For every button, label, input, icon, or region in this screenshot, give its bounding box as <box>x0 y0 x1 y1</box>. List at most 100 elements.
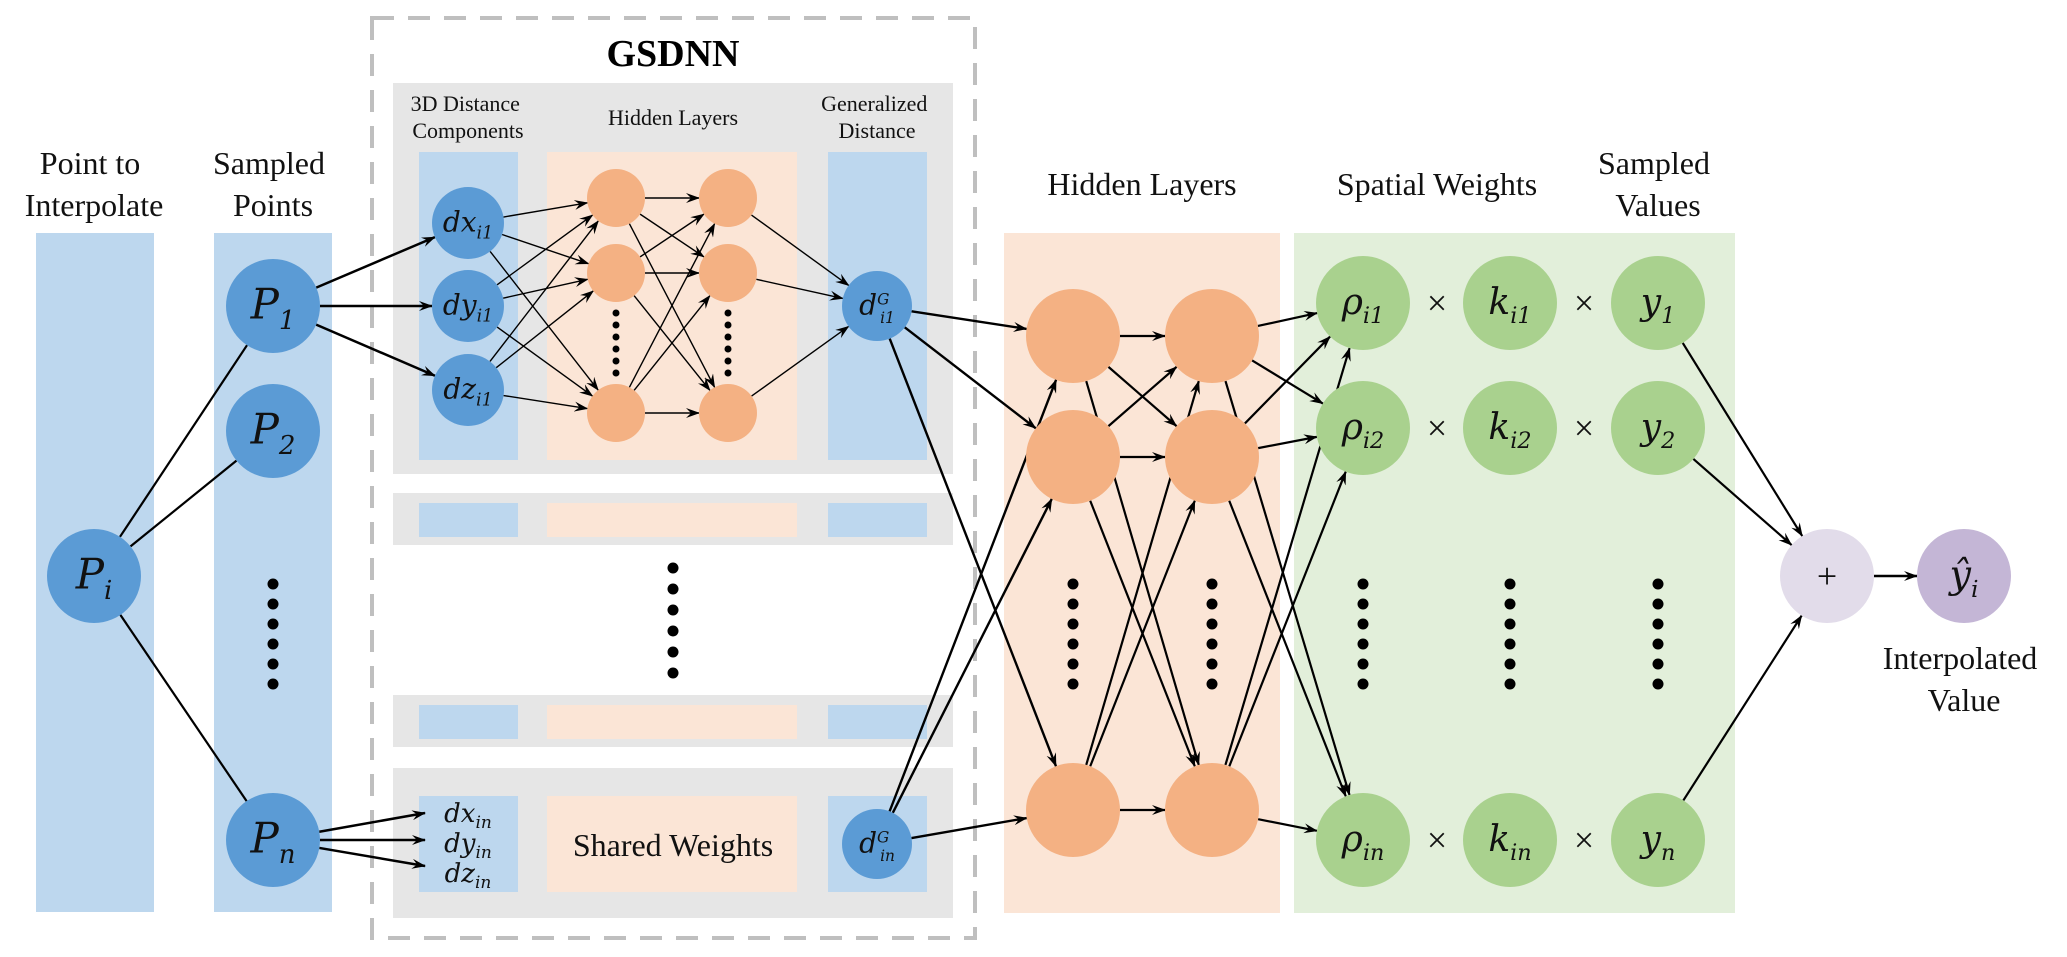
gsdnn-hidden-node-l2-3-circle <box>699 384 757 442</box>
sampled-values-ellipsis <box>1652 578 1664 690</box>
hidden-node-l2-3-circle <box>1165 763 1259 857</box>
spatial-weights-label: Spatial Weights <box>1337 166 1537 202</box>
gsdnn-hidden-layers-label: Hidden Layers <box>608 105 738 130</box>
component-text-dx-n: dxin <box>444 799 492 833</box>
gsdnn-hidden-node-l1-2-circle <box>587 244 645 302</box>
ellipsis-dot <box>1067 618 1079 630</box>
sampled-point-node-2-label: P2 <box>250 405 296 462</box>
target-point-node-label: Pi <box>75 550 113 607</box>
ellipsis-dot <box>1206 638 1218 650</box>
ellipsis-dot <box>1652 678 1664 690</box>
sampled-point-node-2-circle <box>226 384 320 478</box>
edge-target-to-sampled-1 <box>119 344 248 538</box>
edge-hidden-l2-3-rho-2 <box>1228 470 1347 767</box>
ellipsis-dot <box>1357 638 1369 650</box>
sampled-point-node-1: P1 <box>226 259 320 353</box>
sampled-point-node-1-label: P1 <box>250 280 296 337</box>
multiply-sign-1-2: × <box>1574 283 1594 323</box>
interpolated-output-node-circle <box>1917 529 2011 623</box>
gen-distance-panel-2 <box>828 503 927 537</box>
multiply-sign-3-1: × <box>1427 820 1447 860</box>
ellipsis-dot <box>667 604 679 616</box>
edge-p1-to-component-3 <box>315 323 436 377</box>
sampled-value-node-3-label: yn <box>1639 819 1676 866</box>
component-node-dy-1: dyi1 <box>432 270 504 342</box>
edge-comp2-h1-1 <box>496 214 594 286</box>
hidden-node-l2-3 <box>1165 763 1259 857</box>
interpolated-output-node: ŷi <box>1917 529 2011 623</box>
ellipsis-dot <box>724 333 732 341</box>
ellipsis-dot <box>1504 638 1516 650</box>
ellipsis-dot <box>1206 578 1218 590</box>
ellipsis-dot <box>1206 658 1218 670</box>
ellipsis-dot <box>724 345 732 353</box>
edge-h2-2-gen-distance <box>756 278 844 301</box>
ellipsis-dot <box>1504 678 1516 690</box>
edge-comp1-h1-1 <box>503 200 589 218</box>
edge-hidden-l2-2-rho-3 <box>1228 500 1347 798</box>
hidden-layers-label: Hidden Layers <box>1047 166 1236 202</box>
sampled-values-label: Sampled Values <box>1598 145 1718 223</box>
edge-hidden-l2-2-rho-1 <box>1244 335 1331 425</box>
gsdnn-hidden-ellipsis-l2 <box>724 309 732 377</box>
edge-gen1-to-hidden-3 <box>888 338 1058 768</box>
ellipsis-dot <box>667 583 679 595</box>
kernel-node-3: kin <box>1463 793 1557 887</box>
multiply-sign-1-1: × <box>1427 283 1447 323</box>
sampled-point-node-n-label: Pn <box>249 814 295 871</box>
hidden-node-l1-2 <box>1026 410 1120 504</box>
ellipsis-dot <box>1357 618 1369 630</box>
hidden-node-l1-3 <box>1026 763 1120 857</box>
point-to-interpolate-label: Point to Interpolate <box>25 145 164 223</box>
sampled-value-node-2-circle <box>1611 381 1705 475</box>
hidden-node-l2-2-circle <box>1165 410 1259 504</box>
multiply-sign-2-1: × <box>1427 408 1447 448</box>
edge-h1-3-h2-1 <box>628 222 716 388</box>
gsdnn-hidden-node-l2-1-circle <box>699 169 757 227</box>
ellipsis-dot <box>612 357 620 365</box>
ellipsis-dot <box>1067 678 1079 690</box>
target-point-node: Pi <box>47 529 141 623</box>
hidden-node-l2-1-circle <box>1165 289 1259 383</box>
target-point-node-circle <box>47 529 141 623</box>
ellipsis-dot <box>1504 658 1516 670</box>
sampled-value-node-2-label: y2 <box>1639 407 1676 454</box>
spatial-weight-node-2-label: ρi2 <box>1341 407 1385 454</box>
ellipsis-dot <box>1357 598 1369 610</box>
edge-value-1-to-sum <box>1681 342 1804 537</box>
gen-distance-node-n-circle <box>842 809 912 879</box>
edge-comp3-h1-3 <box>503 394 589 412</box>
ellipsis-dot <box>267 578 279 590</box>
gsdnn-hidden-node-l2-1 <box>699 169 757 227</box>
edge-comp1-h1-3 <box>489 250 599 391</box>
kernel-node-2: ki2 <box>1463 381 1557 475</box>
edge-pn-to-component-1 <box>319 810 426 834</box>
generalized-distance-label: Generalized Distance <box>821 91 933 143</box>
edge-target-to-sampled-2 <box>129 459 238 548</box>
gsdnn-hidden-panel-3 <box>547 705 797 739</box>
ellipsis-dot <box>612 369 620 377</box>
spatial-weight-node-1-circle <box>1316 256 1410 350</box>
sampled-value-node-1-label: y1 <box>1639 282 1676 329</box>
gsdnn-title: GSDNN <box>606 33 739 75</box>
multiply-sign-2-2: × <box>1574 408 1594 448</box>
ellipsis-dot <box>667 667 679 679</box>
interpolated-value-label: Interpolated Value <box>1883 640 2046 718</box>
sampled-point-node-2: P2 <box>226 384 320 478</box>
spatial-weight-node-3-circle <box>1316 793 1410 887</box>
hidden-ellipsis-l2 <box>1206 578 1218 690</box>
spatial-weight-node-3: ρin <box>1316 793 1410 887</box>
ellipsis-dot <box>1067 578 1079 590</box>
gsdnn-hidden-node-l1-1 <box>587 169 645 227</box>
component-node-dy-1-circle <box>432 270 504 342</box>
sum-symbol: + <box>1817 556 1837 596</box>
sum-node <box>1780 529 1874 623</box>
kernel-node-2-circle <box>1463 381 1557 475</box>
shared-weights-panel <box>547 796 797 892</box>
kernel-node-3-label: kin <box>1488 819 1531 866</box>
